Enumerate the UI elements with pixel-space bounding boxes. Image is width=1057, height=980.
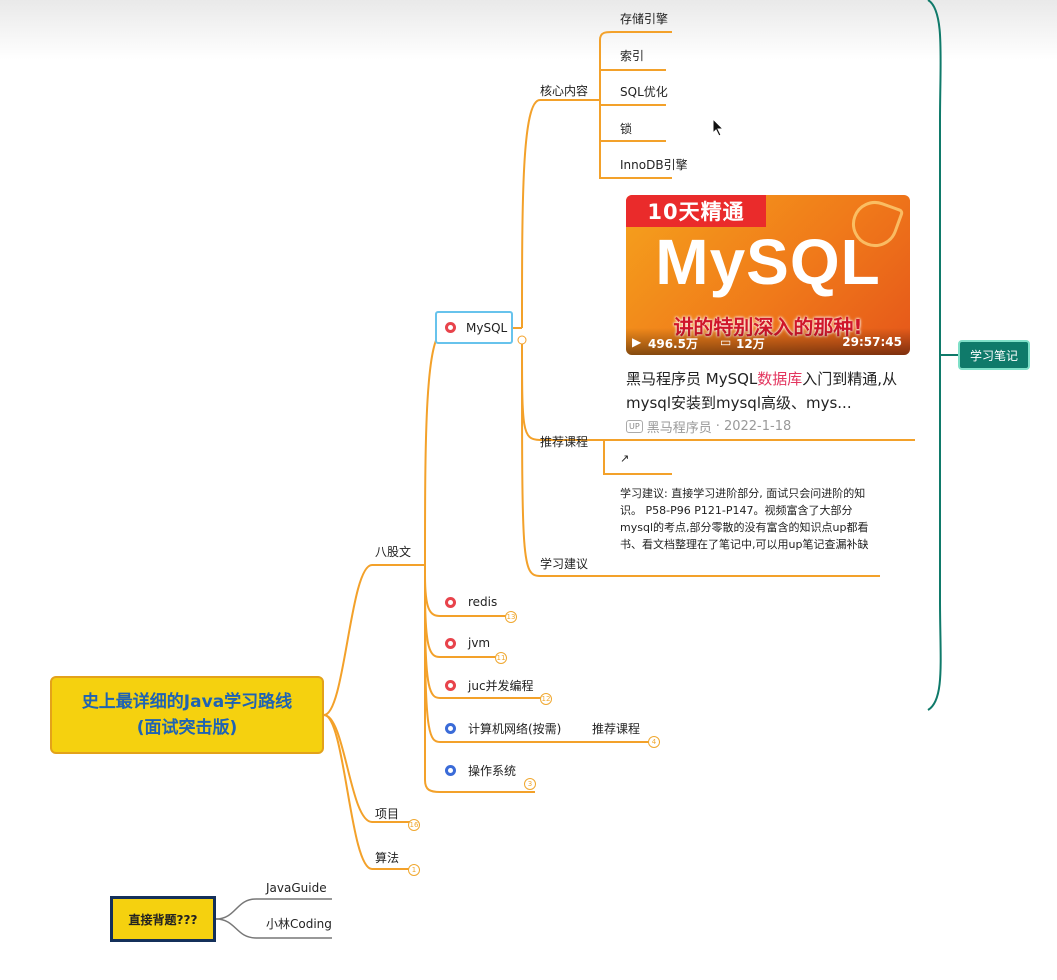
os-count-badge[interactable]: 3	[524, 778, 536, 790]
topic-label: juc并发编程	[468, 679, 534, 693]
video-title[interactable]: 黑马程序员 MySQL数据库入门到精通,从mysql安装到mysql高级、mys…	[626, 367, 906, 415]
video-uploader: 黑马程序员	[646, 421, 712, 436]
root-title: 史上最详细的Java学习路线	[81, 692, 293, 712]
jvm-count-badge[interactable]: 11	[495, 652, 507, 664]
danmaku-icon: ▭	[720, 335, 732, 349]
core-item-innodb[interactable]: InnoDB引擎	[620, 158, 688, 172]
video-meta: UP 黑马程序员 · 2022-1-18	[626, 417, 791, 436]
network-count-badge[interactable]: 4	[648, 736, 660, 748]
branch-projects[interactable]: 项目	[375, 807, 400, 821]
video-stats-bar: ▶ 496.5万 ▭ 12万 29:57:45	[626, 328, 910, 355]
study-advice-label[interactable]: 学习建议	[540, 557, 589, 571]
view-count: 496.5万	[648, 337, 698, 351]
video-duration: 29:57:45	[842, 335, 902, 349]
core-item-index[interactable]: 索引	[620, 49, 645, 63]
play-icon: ▶	[632, 335, 642, 349]
video-tagline: 讲的特别深入的那种!	[673, 315, 863, 339]
mysql-label: MySQL	[466, 320, 508, 335]
direct-memorize-node[interactable]: 直接背题???	[110, 896, 216, 942]
branch-baguwen[interactable]: 八股文	[375, 545, 412, 559]
topic-redis[interactable]: redis	[445, 595, 497, 609]
topic-label: redis	[468, 595, 498, 609]
video-title-part: 入门到精通,从mysql安装到mysql高级、mys...	[626, 370, 898, 412]
external-link-icon[interactable]: ↗	[620, 452, 630, 465]
top-shade	[0, 0, 1057, 60]
core-item-sql-optimization[interactable]: SQL优化	[620, 85, 668, 99]
video-big-text: MySQL	[655, 226, 881, 298]
study-note-node[interactable]: 学习笔记	[958, 340, 1030, 370]
video-date: · 2022-1-18	[715, 419, 792, 434]
priority-dot-icon	[445, 680, 456, 691]
root-subtitle: (面试突击版)	[136, 718, 238, 738]
direct-item-javaguide[interactable]: JavaGuide	[266, 881, 327, 895]
root-node[interactable]: 史上最详细的Java学习路线 (面试突击版)	[50, 676, 324, 754]
topic-network[interactable]: 计算机网络(按需)	[445, 720, 561, 737]
projects-count-badge[interactable]: 16	[408, 819, 420, 831]
core-content-label[interactable]: 核心内容	[540, 84, 589, 98]
priority-dot-icon	[445, 723, 456, 734]
up-icon: UP	[626, 420, 643, 433]
direct-item-xiaolin[interactable]: 小林Coding	[266, 917, 332, 931]
topic-os[interactable]: 操作系统	[445, 762, 516, 779]
recommend-course-label[interactable]: 推荐课程	[540, 435, 589, 449]
video-title-highlight: 数据库	[757, 370, 803, 388]
danmaku-count: 12万	[736, 337, 765, 351]
topic-juc[interactable]: juc并发编程	[445, 677, 534, 694]
priority-dot-icon	[445, 322, 456, 333]
branch-algorithms[interactable]: 算法	[375, 851, 400, 865]
study-advice-text[interactable]: 学习建议: 直接学习进阶部分, 面试只会问进阶的知识。 P58-P96 P121…	[620, 487, 869, 551]
priority-dot-icon	[445, 596, 456, 608]
priority-dot-icon	[445, 765, 456, 776]
topic-jvm[interactable]: jvm	[445, 636, 490, 650]
mysql-node[interactable]: MySQL	[435, 311, 513, 344]
juc-count-badge[interactable]: 12	[540, 693, 552, 705]
topic-label: 计算机网络(按需)	[468, 722, 562, 736]
topic-label: 操作系统	[468, 764, 517, 778]
network-recommend-label[interactable]: 推荐课程	[592, 722, 641, 736]
topic-label: jvm	[468, 636, 491, 650]
priority-dot-icon	[445, 637, 456, 649]
video-title-part: 黑马程序员 MySQL	[626, 370, 758, 388]
algorithms-count-badge[interactable]: 1	[408, 864, 420, 876]
core-item-lock[interactable]: 锁	[620, 122, 633, 136]
mouse-cursor-icon	[712, 118, 725, 137]
video-badge: 10天精通	[626, 195, 766, 227]
redis-count-badge[interactable]: 13	[505, 611, 517, 623]
core-item-storage-engine[interactable]: 存储引擎	[620, 12, 669, 26]
video-thumbnail[interactable]: 10天精通 MySQL 讲的特别深入的那种! ▶ 496.5万 ▭ 12万 29…	[626, 195, 910, 355]
